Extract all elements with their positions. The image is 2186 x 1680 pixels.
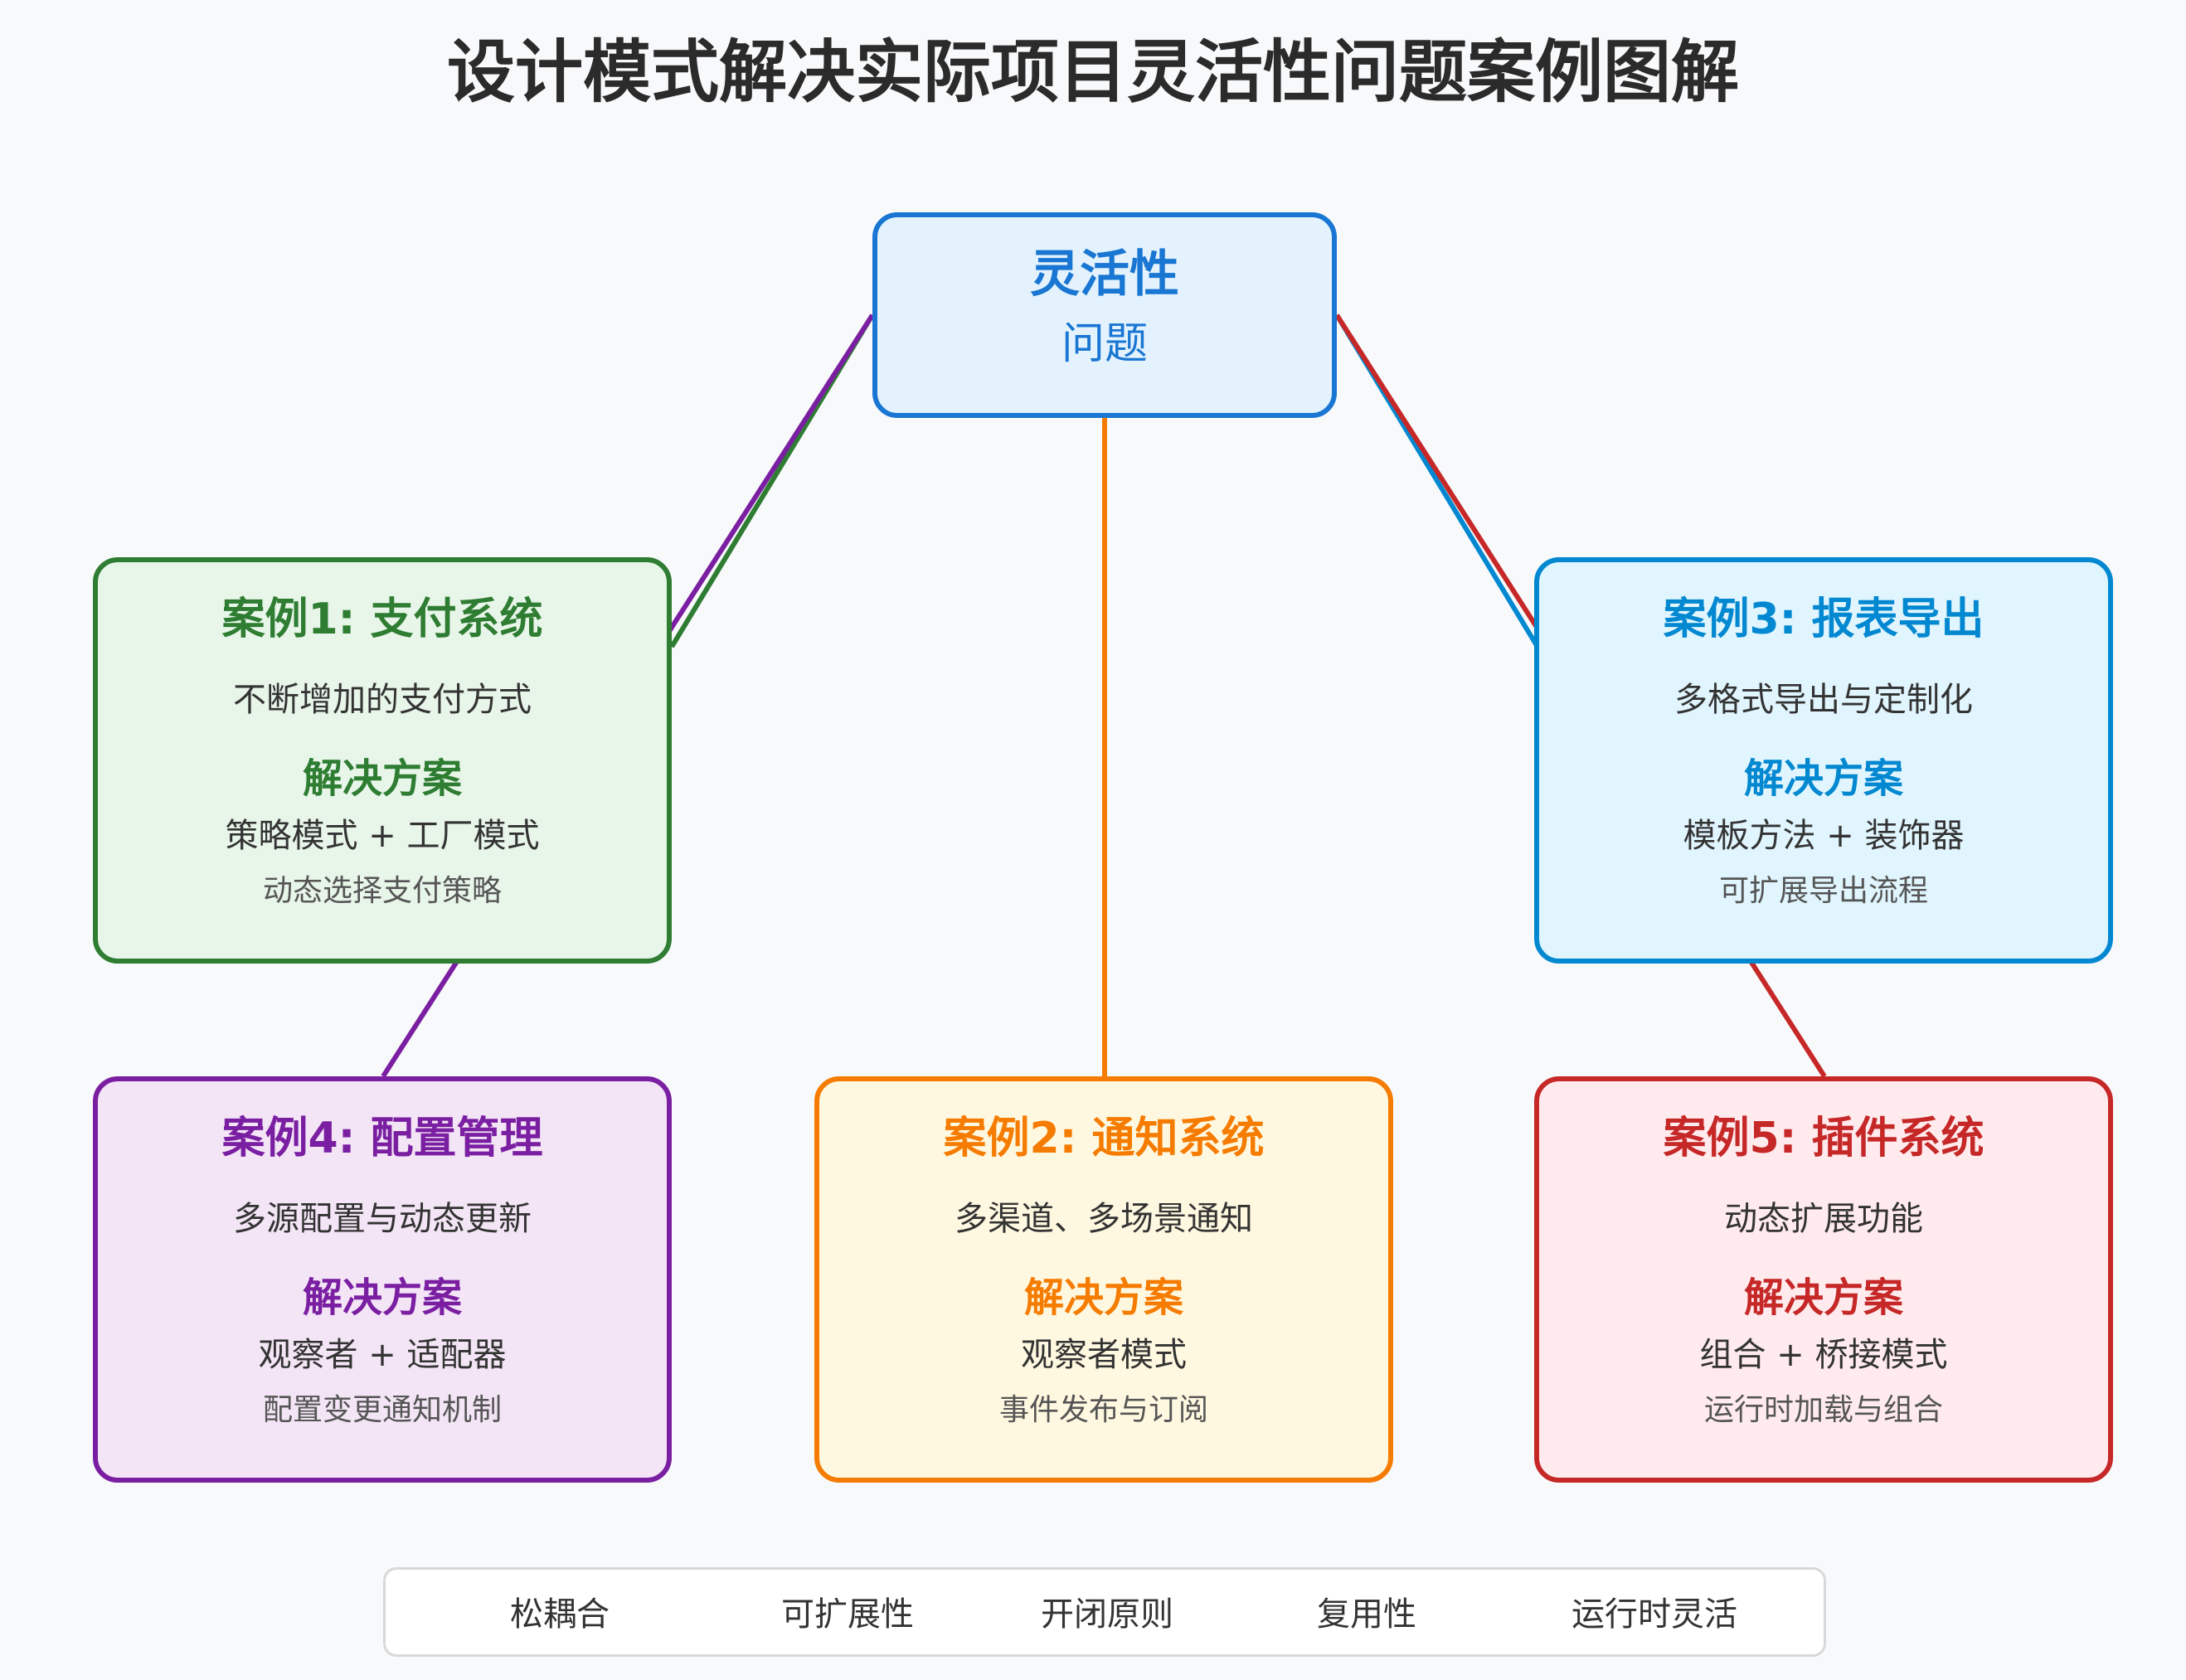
- legend-item: 松耦合: [510, 1595, 610, 1634]
- solution-text: 模板方法 + 装饰器: [1683, 817, 1965, 855]
- solution-text: 策略模式 + 工厂模式: [225, 817, 540, 855]
- page-title: 设计模式解决实际项目灵活性问题案例图解: [446, 33, 1739, 112]
- center-subtitle: 问题: [1061, 319, 1148, 369]
- case-title: 案例1: 支付系统: [221, 595, 543, 644]
- solution-text: 观察者模式: [1021, 1336, 1187, 1374]
- center-node-flexibility: 灵活性 问题: [872, 212, 1337, 418]
- case-description: 多格式导出与定制化: [1674, 681, 1973, 719]
- case-description: 多源配置与动态更新: [233, 1200, 532, 1238]
- case-title: 案例4: 配置管理: [221, 1114, 543, 1163]
- solution-heading: 解决方案: [302, 755, 462, 802]
- solution-heading: 解决方案: [1743, 1275, 1903, 1321]
- center-title: 灵活性: [1030, 245, 1179, 303]
- case-card-notification: 案例2: 通知系统 多渠道、多场景通知 解决方案 观察者模式 事件发布与订阅: [814, 1076, 1393, 1483]
- solution-note: 动态选择支付策略: [262, 874, 502, 908]
- solution-note: 事件发布与订阅: [998, 1393, 1208, 1427]
- case-card-config-management: 案例4: 配置管理 多源配置与动态更新 解决方案 观察者 + 适配器 配置变更通…: [93, 1076, 672, 1483]
- legend-item: 运行时灵活: [1571, 1595, 1737, 1634]
- legend-item: 复用性: [1317, 1595, 1416, 1634]
- solution-heading: 解决方案: [1743, 755, 1903, 802]
- case-title: 案例5: 插件系统: [1663, 1114, 1984, 1163]
- solution-heading: 解决方案: [1023, 1275, 1183, 1321]
- solution-note: 可扩展导出流程: [1718, 874, 1928, 908]
- case-card-payment: 案例1: 支付系统 不断增加的支付方式 解决方案 策略模式 + 工厂模式 动态选…: [93, 557, 672, 964]
- solution-text: 观察者 + 适配器: [258, 1336, 507, 1374]
- case-description: 多渠道、多场景通知: [955, 1200, 1253, 1238]
- case-card-report-export: 案例3: 报表导出 多格式导出与定制化 解决方案 模板方法 + 装饰器 可扩展导…: [1534, 557, 2113, 964]
- solution-text: 组合 + 桥接模式: [1699, 1336, 1948, 1374]
- solution-note: 配置变更通知机制: [262, 1393, 502, 1427]
- legend-item: 可扩展性: [781, 1595, 914, 1634]
- case-card-plugin-system: 案例5: 插件系统 动态扩展功能 解决方案 组合 + 桥接模式 运行时加载与组合: [1534, 1076, 2113, 1483]
- case-title: 案例2: 通知系统: [943, 1114, 1265, 1163]
- case-title: 案例3: 报表导出: [1663, 595, 1984, 644]
- solution-note: 运行时加载与组合: [1703, 1393, 1943, 1427]
- case-description: 动态扩展功能: [1724, 1200, 1923, 1238]
- solution-heading: 解决方案: [302, 1275, 462, 1321]
- case-description: 不断增加的支付方式: [233, 681, 532, 719]
- legend-item: 开闭原则: [1041, 1595, 1173, 1634]
- legend-bar: 松耦合 可扩展性 开闭原则 复用性 运行时灵活: [383, 1567, 1826, 1657]
